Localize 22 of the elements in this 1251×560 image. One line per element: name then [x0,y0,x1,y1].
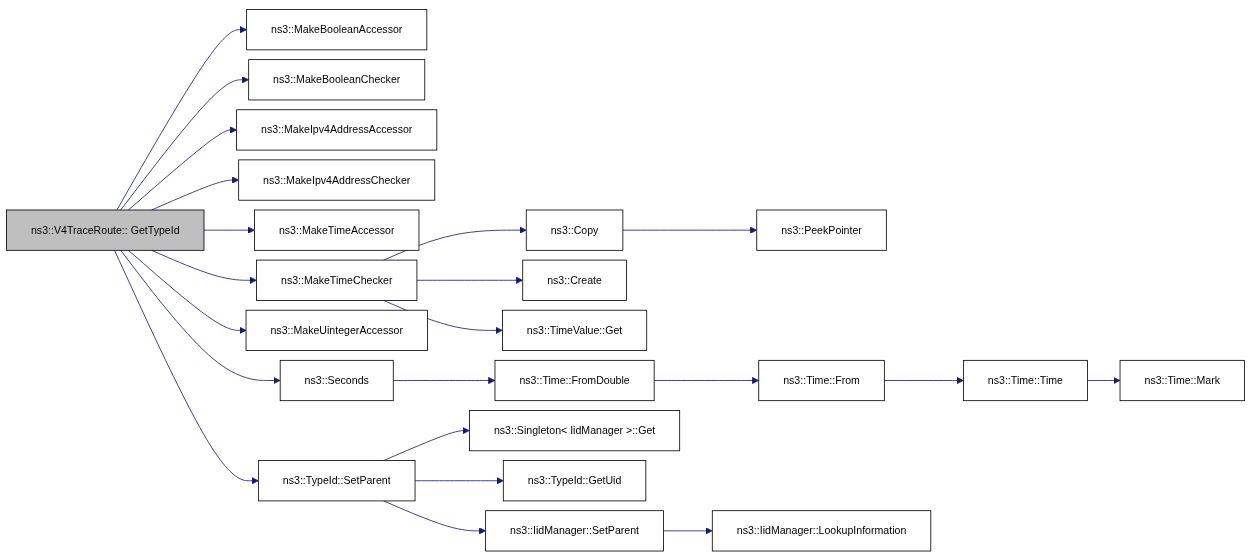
node-box: ns3::TimeValue::Get [502,309,648,351]
node-box: ns3::Singleton< IidManager >::Get [469,409,681,451]
node-box: ns3::Time::Mark [1119,359,1245,401]
node-box: ns3::Time::FromDouble [494,359,655,401]
node-box: ns3::TypeId::SetParent [258,459,416,502]
node-box: ns3::IidManager::SetParent [485,510,664,552]
node-box: ns3::IidManager::LookupInformation [711,510,932,552]
node-box: ns3::Seconds [279,359,394,401]
node-box: ns3::MakeIpv4AddressAccessor [236,109,438,151]
node-box: ns3::MakeTimeAccessor [254,209,420,251]
node-box: ns3::Time::From [758,359,885,401]
node-box: ns3::MakeUintegerAccessor [245,309,428,351]
node-box: ns3::Create [522,259,627,301]
node-box: ns3::MakeIpv4AddressChecker [238,159,436,201]
node-box: ns3::TypeId::GetUid [502,459,647,502]
node-box: ns3::Copy [525,209,624,251]
node-box: ns3::MakeBooleanChecker [248,58,426,101]
node-box: ns3::PeekPointer [756,209,887,251]
node-box: ns3::V4TraceRoute:: GetTypeId [6,209,205,251]
node-box: ns3::Time::Time [963,359,1088,401]
node-box: ns3::MakeTimeChecker [256,259,418,301]
node-box: ns3::MakeBooleanAccessor [246,8,428,50]
